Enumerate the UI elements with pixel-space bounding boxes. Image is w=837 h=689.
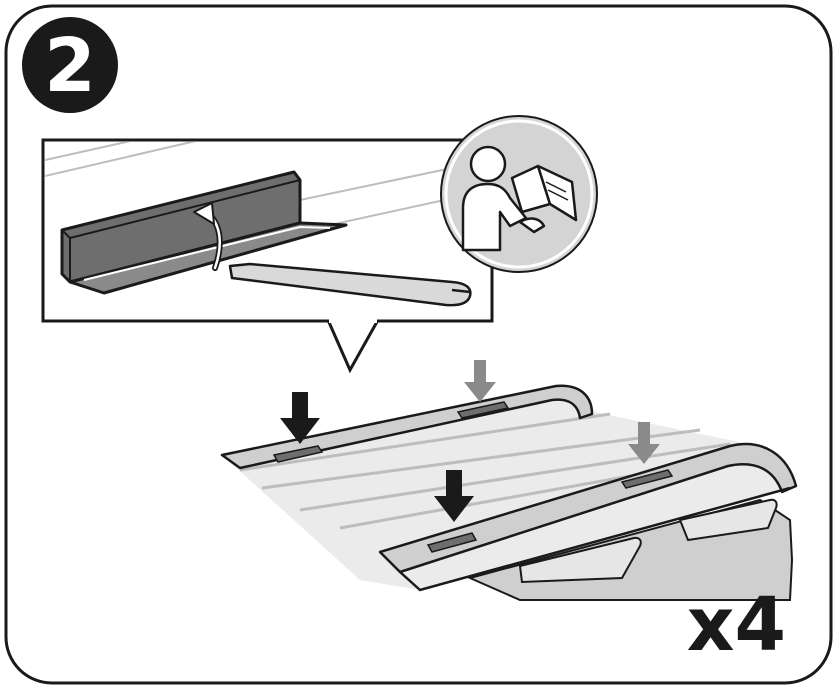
mount-cover xyxy=(456,401,510,419)
callout-pointer xyxy=(326,319,380,374)
rail-cover-flap xyxy=(60,170,348,295)
pry-tool xyxy=(228,262,472,307)
press-down-arrow-icon xyxy=(628,422,660,464)
quantity-label: x4 xyxy=(687,582,786,668)
step-badge-circle xyxy=(22,17,118,113)
rotate-arrow-icon xyxy=(193,202,223,271)
roof-rib xyxy=(239,412,611,472)
roof-rib xyxy=(299,442,731,512)
roof-rib xyxy=(261,428,701,490)
press-down-arrow-icon xyxy=(464,360,496,402)
detail-callout xyxy=(41,138,494,374)
press-down-arrow-icon xyxy=(434,470,474,522)
mount-cover xyxy=(620,469,674,489)
mount-cover xyxy=(272,445,324,463)
mount-cover xyxy=(426,532,478,553)
vehicle-window xyxy=(518,536,642,584)
roof-edge-line xyxy=(45,142,131,161)
vehicle-window xyxy=(678,498,778,542)
roof-edge-line xyxy=(45,142,196,177)
step-number: 2 xyxy=(44,23,96,109)
press-down-arrow-icon xyxy=(280,392,320,444)
read-manual-icon xyxy=(440,115,598,273)
step-badge: 2 xyxy=(22,17,118,113)
